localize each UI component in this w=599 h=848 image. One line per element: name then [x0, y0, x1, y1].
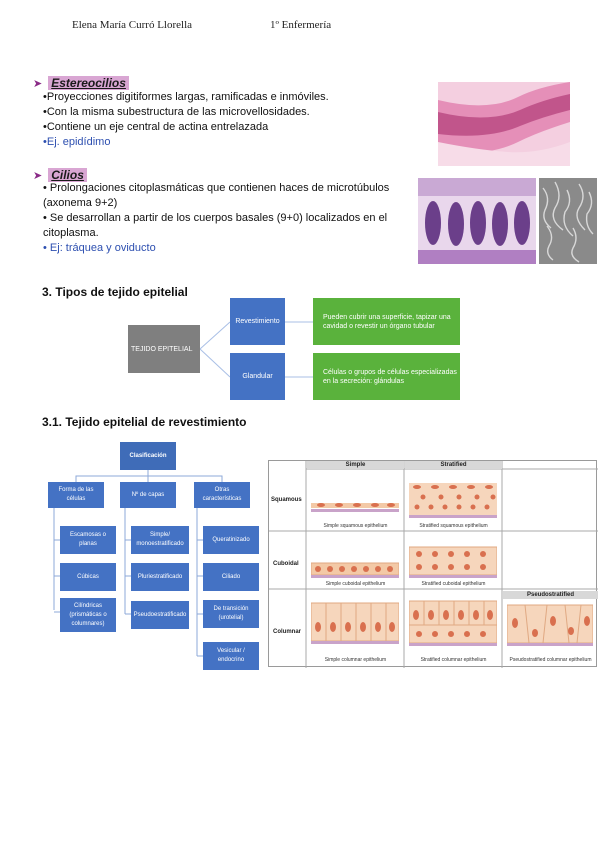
stratified-squamous-image — [409, 483, 497, 518]
section31-title: 3.1. Tejido epitelial de revestimiento — [42, 415, 247, 429]
estereocilios-example: •Ej. epidídimo — [43, 136, 111, 148]
simple-columnar-image — [311, 602, 399, 644]
glandular-description: Células o grupos de células especializad… — [313, 353, 460, 400]
stratified-cuboidal-image — [409, 546, 497, 578]
forma-item: Cilíndricas (prismáticas o columnares) — [60, 598, 116, 632]
cilios-line: • Se desarrollan a partir de los cuerpos… — [43, 212, 388, 224]
numero-capas-node: Nº de capas — [120, 482, 176, 508]
cilios-line: (axonema 9+2) — [43, 197, 118, 209]
otras-item: Queratinizado — [203, 526, 259, 554]
row-label-columnar: Columnar — [273, 629, 302, 635]
cilios-line: • Prolongaciones citoplasmáticas que con… — [43, 182, 390, 194]
cilios-example: • Ej: tráquea y oviducto — [43, 242, 156, 254]
revestimiento-description: Pueden cubrir una superficie, tapizar un… — [313, 298, 460, 345]
capas-item: Pluriestratificado — [131, 563, 189, 591]
author-name: Elena María Curró Llorella — [72, 19, 193, 31]
cilios-sem-micrograph — [539, 178, 597, 264]
otras-item: De transición (urotelial) — [203, 600, 259, 628]
caption-pseudostratified-columnar: Pseudostratified columnar epithelium — [509, 657, 592, 663]
otras-item: Ciliado — [203, 563, 259, 591]
otras-item: Vesicular / endocrino — [203, 642, 259, 670]
cilios-heading: ➤ Cilios — [33, 166, 87, 184]
estereocilios-line: •Con la misma subestructura de las micro… — [43, 106, 310, 118]
table-grid — [269, 461, 598, 668]
arrow-icon: ➤ — [33, 78, 43, 90]
cilios-line: citoplasma. — [43, 227, 99, 239]
revestimiento-node: Revestimiento — [230, 298, 285, 345]
col-header-pseudostratified: Pseudostratified — [503, 591, 598, 599]
row-label-cuboidal: Cuboidal — [273, 561, 299, 567]
col-header-stratified: Stratified — [405, 461, 502, 469]
forma-item: Cúbicas — [60, 563, 116, 591]
capas-item: Simple/ monoestratificado — [131, 526, 189, 554]
arrow-icon: ➤ — [33, 170, 43, 182]
course-name: 1º Enfermería — [270, 19, 332, 31]
estereocilios-heading: ➤ Estereocilios — [33, 74, 129, 92]
estereocilios-title: Estereocilios — [48, 76, 129, 90]
cilios-micrograph — [418, 178, 536, 264]
section3-title: 3. Tipos de tejido epitelial — [42, 285, 188, 299]
epithelium-table: Simple Stratified Pseudostratified Squam… — [268, 460, 598, 668]
caption-stratified-columnar: Stratified columnar epithelium — [420, 657, 487, 663]
estereocilios-line: •Proyecciones digitiformes largas, ramif… — [43, 91, 329, 103]
caption-simple-columnar: Simple columnar epithelium — [324, 657, 387, 663]
cilios-title: Cilios — [48, 168, 87, 182]
capas-item: Pseudoestratificado — [131, 601, 189, 629]
estereocilios-text: •Proyecciones digitiformes largas, ramif… — [43, 90, 423, 150]
forma-item: Escamosas o planas — [60, 526, 116, 554]
cilios-text: • Prolongaciones citoplasmáticas que con… — [43, 181, 415, 256]
caption-simple-squamous: Simple squamous epithelium — [323, 523, 388, 529]
stratified-columnar-image — [409, 600, 497, 646]
simple-cuboidal-image — [311, 562, 399, 578]
caption-stratified-squamous: Stratified squamous epithelium — [419, 523, 488, 529]
otras-caracteristicas-node: Otras características — [194, 482, 250, 508]
caption-simple-cuboidal: Simple cuboidal epithelium — [325, 581, 386, 587]
glandular-node: Glandular — [230, 353, 285, 400]
pseudostratified-columnar-image — [507, 604, 593, 646]
row-label-squamous: Squamous — [271, 497, 302, 503]
forma-celulas-node: Forma de las células — [48, 482, 104, 508]
col-header-simple: Simple — [307, 461, 404, 469]
simple-squamous-image — [311, 503, 399, 512]
clasificacion-node: Clasificación — [120, 442, 176, 470]
estereocilios-line: •Contiene un eje central de actina entre… — [43, 121, 269, 133]
estereocilios-micrograph — [438, 82, 570, 166]
caption-stratified-cuboidal: Stratified cuboidal epithelium — [421, 581, 486, 587]
tejido-epitelial-node: TEJIDO EPITELIAL — [128, 325, 200, 373]
